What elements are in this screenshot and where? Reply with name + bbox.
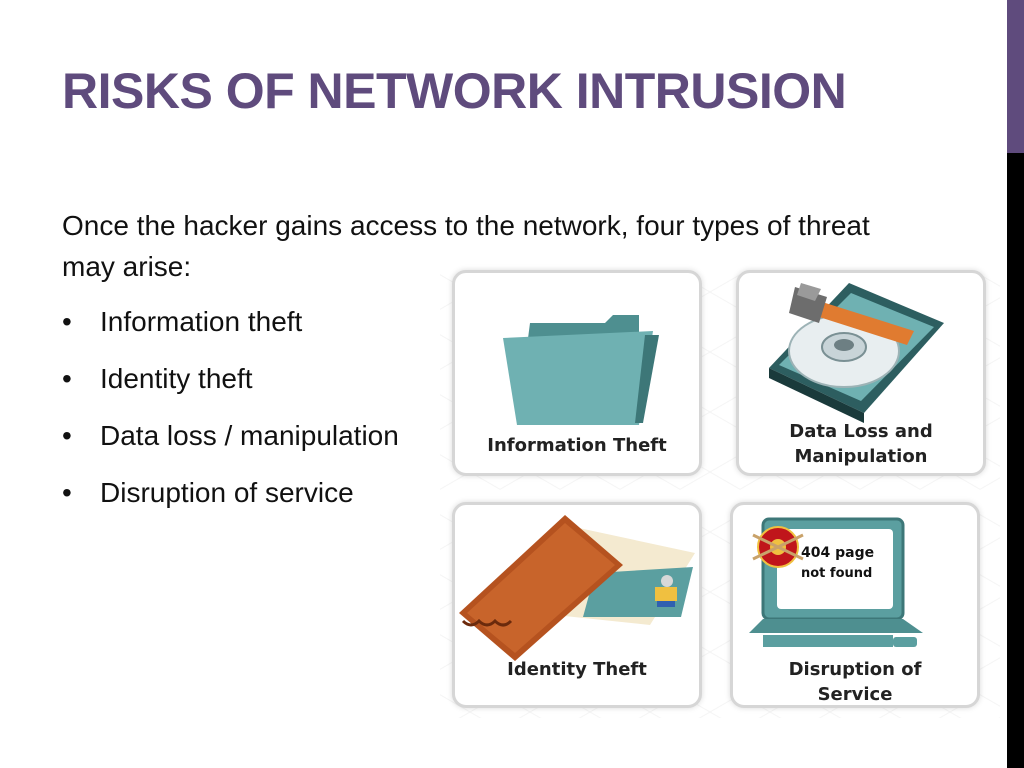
side-accent-bar bbox=[1007, 0, 1024, 153]
folder-icon bbox=[503, 315, 659, 425]
bullet-list: • Information theft • Identity theft • Data… bbox=[62, 300, 399, 528]
bullet-dot: • bbox=[62, 306, 72, 337]
side-bar bbox=[1007, 0, 1024, 768]
bullet-item: • Information theft bbox=[62, 300, 399, 357]
card-label-line2: Service bbox=[817, 684, 893, 705]
bullet-text: Identity theft bbox=[100, 363, 253, 394]
screen-text-line1: 404 page bbox=[801, 545, 874, 561]
card-data-loss: Data Loss and Manipulation bbox=[736, 270, 986, 476]
card-label-line1: Disruption of bbox=[788, 659, 922, 680]
hard-drive-hammer-icon bbox=[769, 283, 944, 423]
id-card-envelope-icon bbox=[459, 515, 695, 661]
bullet-item: • Data loss / manipulation bbox=[62, 414, 399, 471]
card-label-line1: Data Loss and bbox=[789, 421, 933, 442]
bullet-text: Disruption of service bbox=[100, 477, 354, 508]
slide-title: RISKS OF NETWORK INTRUSION bbox=[62, 63, 847, 119]
card-information-theft: Information Theft bbox=[452, 270, 702, 476]
bullet-dot: • bbox=[62, 363, 72, 394]
bullet-text: Information theft bbox=[100, 306, 303, 337]
screen-text-line2: not found bbox=[801, 566, 872, 581]
bullet-dot: • bbox=[62, 420, 72, 451]
card-label: Information Theft bbox=[487, 435, 667, 456]
bullet-dot: • bbox=[62, 477, 72, 508]
card-label-line2: Manipulation bbox=[794, 446, 928, 467]
card-disruption-of-service: 404 page not found Disruption of Service bbox=[730, 502, 980, 708]
bullet-item: • Disruption of service bbox=[62, 471, 399, 528]
bullet-item: • Identity theft bbox=[62, 357, 399, 414]
computer-bug-icon: 404 page not found bbox=[749, 517, 923, 647]
threat-graphic: Information Theft Data Loss and Manipula… bbox=[440, 262, 1000, 718]
bullet-text: Data loss / manipulation bbox=[100, 420, 399, 451]
intro-text: Once the hacker gains access to the netw… bbox=[62, 210, 870, 282]
card-label: Identity Theft bbox=[507, 659, 647, 680]
card-identity-theft: Identity Theft bbox=[452, 502, 702, 708]
